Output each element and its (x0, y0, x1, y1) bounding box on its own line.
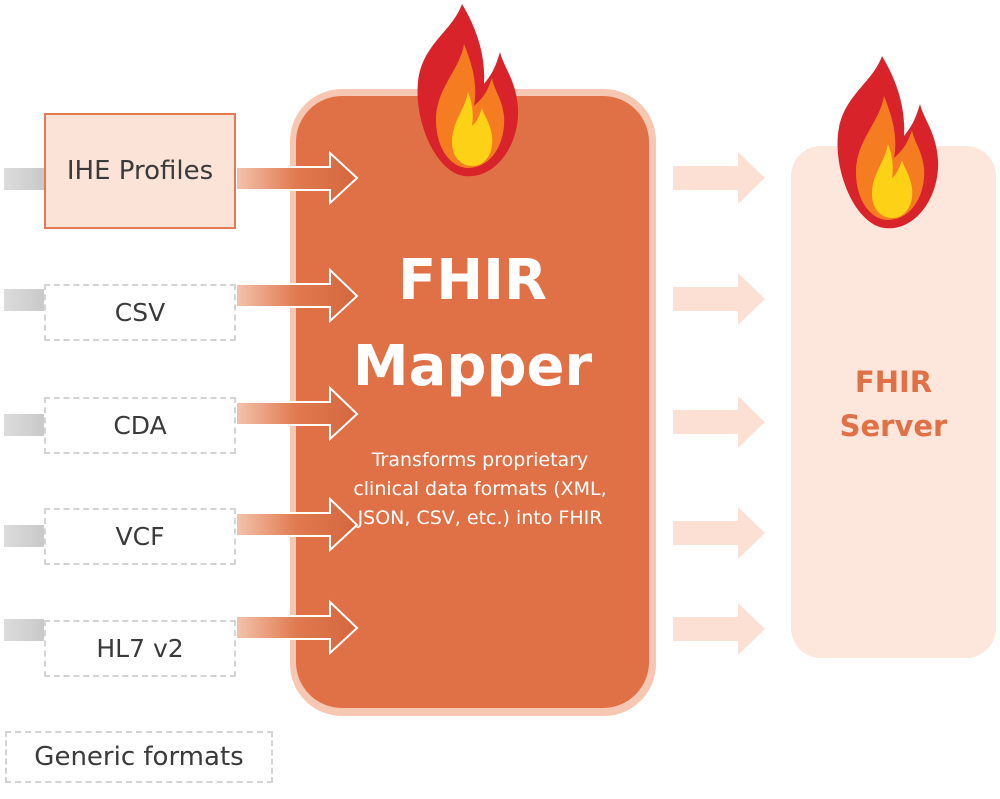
input-box-csv: CSV (44, 284, 236, 341)
input-stub-cda (4, 414, 44, 436)
fhir-server-box (791, 146, 996, 658)
generic-formats-legend: Generic formats (5, 731, 273, 783)
output-arrow-1 (673, 152, 765, 204)
fhir-mapper-title: FHIR Mapper (352, 248, 593, 399)
input-arrow-hl7 (235, 599, 359, 656)
output-arrow-4 (673, 507, 765, 559)
input-box-hl7v2: HL7 v2 (44, 620, 236, 677)
input-box-ihe-profiles: IHE Profiles (44, 113, 236, 229)
output-arrow-3 (673, 396, 765, 448)
input-box-cda: CDA (44, 397, 236, 454)
fhir-server-title: FHIR Server (839, 365, 948, 443)
output-arrow-2 (673, 273, 765, 325)
output-arrow-5 (673, 603, 765, 655)
fire-icon (417, 4, 519, 177)
output-arrows (673, 152, 765, 655)
input-arrow-ihe (235, 150, 359, 206)
fhir-mapper-description: Transforms proprietary clinical data for… (353, 449, 607, 529)
input-stub-hl7 (4, 619, 44, 641)
input-box-vcf: VCF (44, 508, 236, 565)
fhir-mapper-box (296, 96, 649, 708)
fire-icon-server (837, 56, 939, 229)
input-stub-csv (4, 289, 44, 311)
input-arrow-cda (235, 385, 359, 442)
input-stub-ihe (4, 168, 44, 190)
input-arrow-vcf (235, 496, 359, 553)
input-stub-vcf (4, 525, 44, 547)
input-arrow-csv (235, 267, 359, 324)
